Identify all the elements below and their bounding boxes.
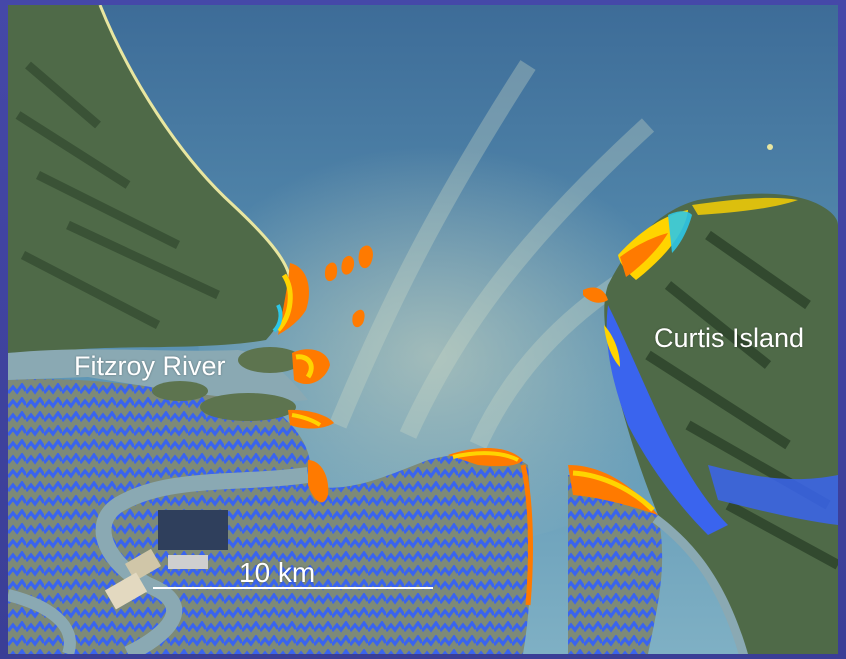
river-meander-2	[8, 589, 76, 654]
industrial-site	[104, 510, 228, 610]
fitzroy-river-label: Fitzroy River	[74, 351, 226, 381]
curtis-island-wetlands	[606, 305, 728, 535]
river-island-2	[200, 393, 296, 421]
northwest-beach	[98, 5, 292, 281]
map-canvas	[8, 5, 838, 654]
northwest-ridges	[15, 61, 220, 329]
northwest-mainland	[8, 5, 291, 353]
curtis-island	[604, 193, 838, 654]
fitzroy-river-channel	[8, 349, 308, 401]
curtis-island-wetlands-2	[708, 465, 838, 525]
river-island-3	[238, 347, 302, 373]
river-island-1	[152, 381, 208, 401]
scale-label: 10 km	[239, 557, 316, 588]
offshore-islet	[767, 144, 773, 150]
sediment-plume	[198, 125, 718, 545]
southeast-peninsula	[568, 475, 663, 654]
curtis-island-label: Curtis Island	[654, 323, 805, 353]
curtis-island-ridges	[645, 230, 838, 570]
satellite-map[interactable]: Fitzroy River Curtis Island 10 km	[8, 5, 838, 654]
intertidal-zones	[272, 197, 798, 606]
river-meander	[95, 467, 310, 654]
